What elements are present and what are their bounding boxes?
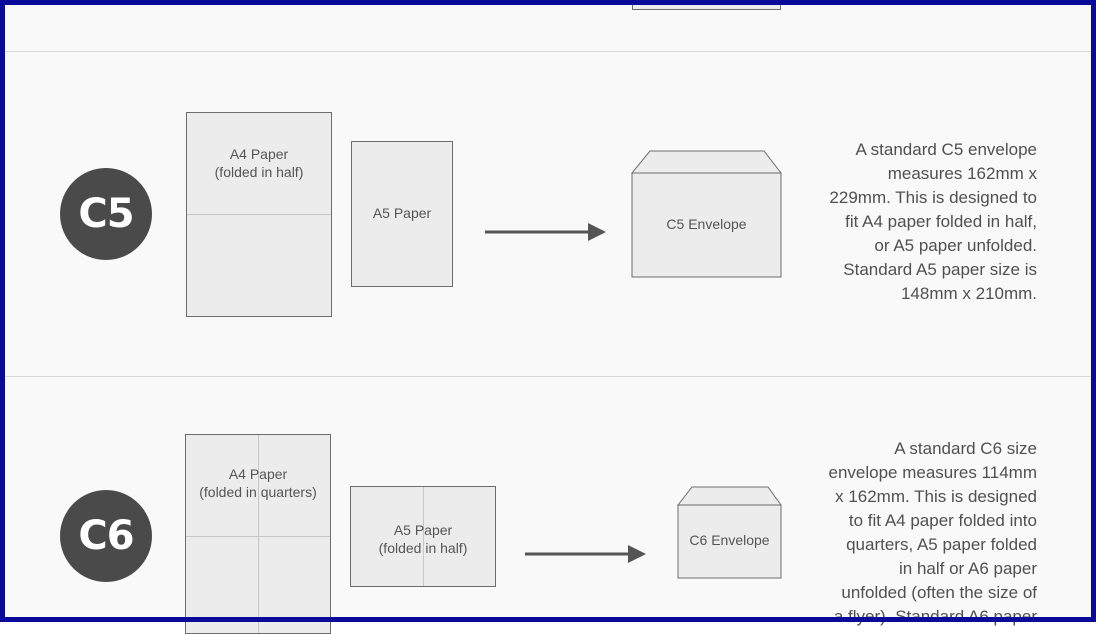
section-divider-middle	[5, 376, 1091, 377]
c6-description-line: envelope measures 114mm	[828, 463, 1037, 482]
c5-envelope	[630, 150, 783, 278]
c5-description-line: A standard C5 envelope	[855, 140, 1037, 159]
previous-envelope-edge	[632, 0, 781, 10]
c6-a4-paper: A4 Paper (folded in quarters)	[185, 434, 331, 634]
c5-a4-paper: A4 Paper (folded in half)	[186, 112, 332, 317]
c5-envelope-label: C5 Envelope	[666, 216, 747, 232]
c5-a4-paper-sublabel: (folded in half)	[214, 164, 304, 180]
c5-description-line: fit A4 paper folded in half,	[845, 212, 1037, 231]
c6-a4-paper-sublabel: (folded in quarters)	[199, 484, 317, 500]
c5-description-line: Standard A5 paper size is	[843, 260, 1037, 279]
c6-description-line: x 162mm. This is designed	[835, 487, 1037, 506]
c6-description-line: in half or A6 paper	[899, 559, 1037, 578]
c5-a5-paper: A5 Paper	[351, 141, 453, 287]
c6-envelope	[676, 486, 782, 579]
c6-a5-paper-label: A5 Paper	[393, 522, 453, 538]
c5-a4-fold-line	[187, 214, 331, 215]
c6-description-line: a flyer). Standard A6 paper	[833, 607, 1037, 626]
c6-description: A standard C6 size envelope measures 114…	[828, 437, 1037, 629]
c5-a4-paper-label: A4 Paper	[229, 146, 289, 162]
c5-arrow	[485, 223, 606, 241]
c5-description-line: measures 162mm x	[887, 164, 1037, 183]
c5-badge: C5	[60, 168, 152, 260]
c5-description-line: or A5 paper unfolded.	[874, 236, 1037, 255]
c6-a5-paper-sublabel: (folded in half)	[378, 540, 468, 556]
c6-description-line: A standard C6 size	[894, 439, 1037, 458]
c6-description-line: to fit A4 paper folded into	[848, 511, 1037, 530]
c6-a5-fold-line	[423, 487, 424, 586]
c6-badge-label: C6	[78, 513, 134, 559]
c6-description-line: unfolded (often the size of	[841, 583, 1037, 602]
c6-a4-paper-label: A4 Paper	[228, 466, 288, 482]
c6-a5-paper: A5 Paper (folded in half)	[350, 486, 496, 587]
c6-description-line: quarters, A5 paper folded	[846, 535, 1037, 554]
c5-description: A standard C5 envelope measures 162mm x …	[829, 138, 1037, 306]
c6-envelope-label: C6 Envelope	[689, 532, 770, 548]
c6-arrow	[525, 545, 646, 563]
c6-a4-fold-line-vertical	[258, 435, 259, 633]
c5-badge-label: C5	[78, 191, 134, 237]
c5-description-line: 229mm. This is designed to	[829, 188, 1037, 207]
top-band	[5, 5, 1091, 51]
c5-a5-paper-label: A5 Paper	[372, 205, 432, 221]
c5-description-line: 148mm x 210mm.	[900, 284, 1037, 303]
c6-badge: C6	[60, 490, 152, 582]
section-divider-top	[5, 51, 1091, 52]
